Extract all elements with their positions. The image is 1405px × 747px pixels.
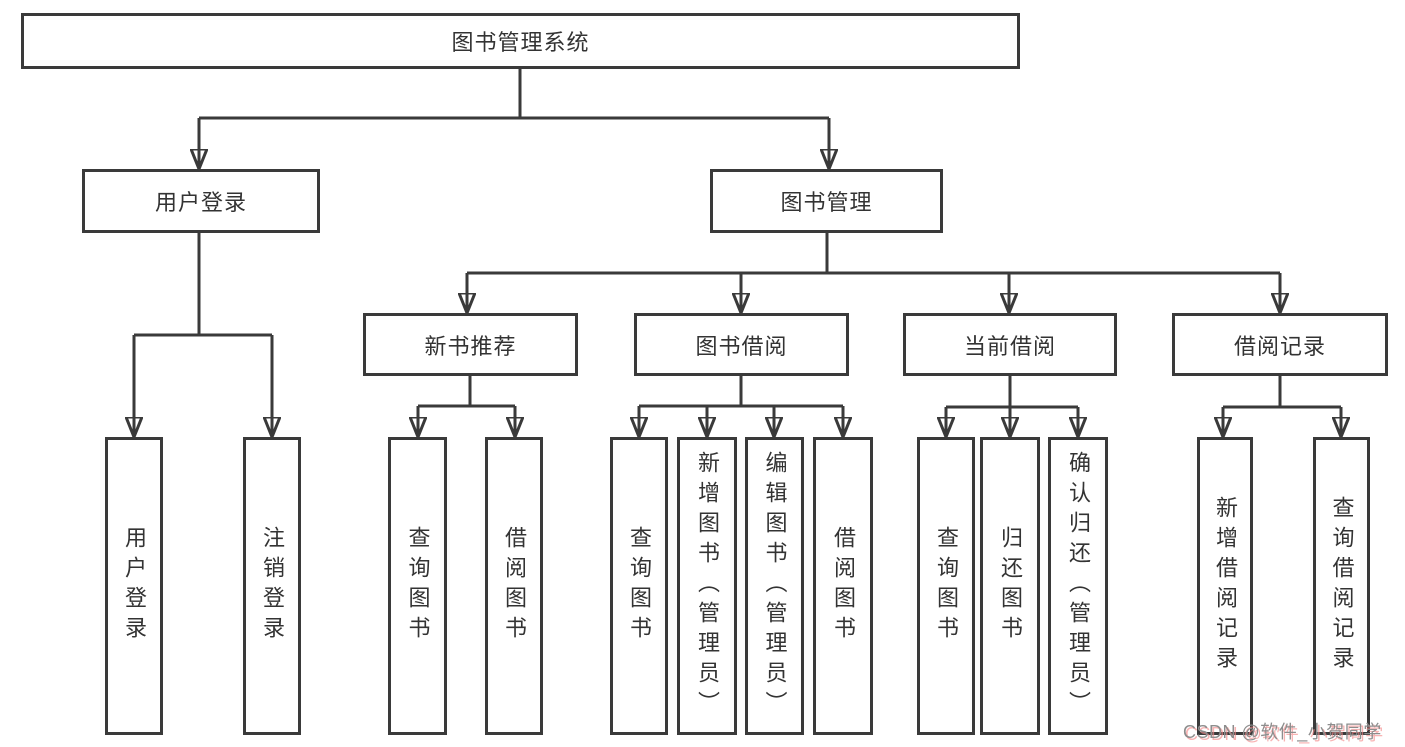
node-new-book-recommendation: 新书推荐 — [363, 313, 578, 376]
leaf-label: 借阅图书 — [831, 526, 856, 646]
node-borrowing-records: 借阅记录 — [1172, 313, 1388, 376]
leaf-borrow-books-recommend: 借阅图书 — [485, 437, 543, 735]
leaf-label: 用户登录 — [122, 526, 147, 646]
leaf-label: 查询图书 — [627, 526, 652, 646]
node-user-login: 用户登录 — [82, 169, 320, 233]
leaf-label: 注销登录 — [260, 526, 285, 646]
node-label: 图书借阅 — [695, 333, 788, 359]
watermark-csdn: CSDN @软件_小贺同学 — [1183, 722, 1382, 742]
leaf-label: 编辑图书（管理员） — [762, 451, 788, 721]
leaf-logout: 注销登录 — [243, 437, 301, 735]
node-book-borrowing: 图书借阅 — [634, 313, 849, 376]
leaf-label: 新增借阅记录 — [1213, 496, 1238, 676]
leaf-add-books-admin: 新增图书（管理员） — [677, 437, 737, 735]
leaf-return-books: 归还图书 — [980, 437, 1040, 735]
node-library-management-system: 图书管理系统 — [21, 13, 1020, 69]
leaf-query-books-current: 查询图书 — [917, 437, 975, 735]
node-label: 图书管理系统 — [451, 30, 590, 55]
node-current-borrowing: 当前借阅 — [903, 313, 1117, 376]
node-label: 新书推荐 — [424, 333, 517, 359]
node-book-management: 图书管理 — [710, 169, 943, 233]
node-label: 用户登录 — [154, 190, 247, 215]
leaf-label: 借阅图书 — [502, 526, 527, 646]
node-label: 借阅记录 — [1233, 333, 1326, 359]
leaf-confirm-return-admin: 确认归还（管理员） — [1048, 437, 1108, 735]
leaf-label: 新增图书（管理员） — [695, 451, 720, 721]
leaf-label: 确认归还（管理员） — [1066, 451, 1091, 721]
leaf-query-books-borrowing: 查询图书 — [610, 437, 668, 735]
leaf-query-borrow-record: 查询借阅记录 — [1313, 437, 1370, 735]
leaf-label: 归还图书 — [998, 526, 1023, 646]
node-label: 图书管理 — [780, 190, 873, 215]
leaf-add-borrow-record: 新增借阅记录 — [1197, 437, 1253, 735]
leaf-edit-books-admin: 编辑图书（管理员） — [745, 437, 804, 735]
leaf-label: 查询借阅记录 — [1329, 496, 1355, 676]
leaf-label: 查询图书 — [934, 526, 959, 646]
node-label: 当前借阅 — [963, 333, 1056, 359]
leaf-user-login: 用户登录 — [105, 437, 163, 735]
leaf-label: 查询图书 — [405, 526, 431, 646]
leaf-borrow-books: 借阅图书 — [813, 437, 873, 735]
leaf-query-books-recommend: 查询图书 — [388, 437, 447, 735]
